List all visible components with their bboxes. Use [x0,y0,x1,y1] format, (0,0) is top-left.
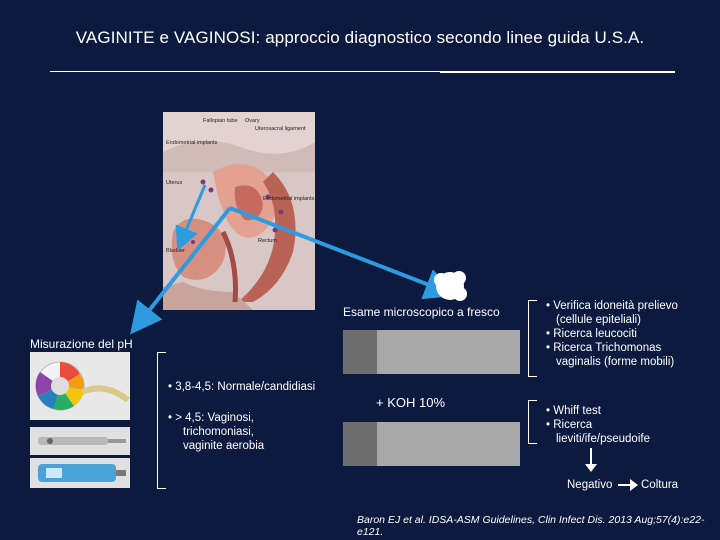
koh-item: lieviti/ife/pseudoife [556,432,650,446]
ph-range-high: vaginite aerobia [183,439,264,453]
culture-label: Coltura [641,478,678,492]
citation: Baron EJ et al. IDSA-ASM Guidelines, Cli… [357,514,720,538]
ph-range-high: trichomoniasi, [183,425,254,439]
slide-koh-edge [343,422,377,466]
fresh-item: • Ricerca Trichomonas [546,341,661,355]
arrow-secondary [182,185,205,240]
koh-bracket [528,400,537,444]
negative-label: Negativo [567,478,612,492]
fresh-bracket [528,300,537,377]
koh-label: + KOH 10% [376,395,445,410]
down-arrow-head [585,464,597,472]
ph-label: Misurazione del pH [30,337,133,351]
arrow-to-microscopy [230,208,442,290]
slide-koh [377,422,520,466]
fresh-item: • Verifica idoneità prelievo [546,299,678,313]
microscope-icon [432,268,468,304]
ph-meter-image [30,458,130,488]
fresh-item: (cellule epiteliali) [556,313,641,327]
ph-bracket [157,352,166,489]
fresh-item: • Ricerca leucociti [546,327,637,341]
koh-item: • Whiff test [546,404,601,418]
right-arrow-head [630,479,638,491]
microscopy-label: Esame microscopico a fresco [343,305,500,319]
fresh-item: vaginalis (forme mobili) [556,355,674,369]
ph-range-normal: • 3,8-4,5: Normale/candidiasi [168,380,315,394]
slide-fresh [377,330,520,374]
ph-test-strip-roll-image [30,352,130,420]
koh-item: • Ricerca [546,418,592,432]
ph-meter-probe-image [30,427,130,455]
slide-fresh-edge [343,330,377,374]
ph-range-high: • > 4,5: Vaginosi, [168,411,254,425]
arrow-to-ph [140,208,230,322]
